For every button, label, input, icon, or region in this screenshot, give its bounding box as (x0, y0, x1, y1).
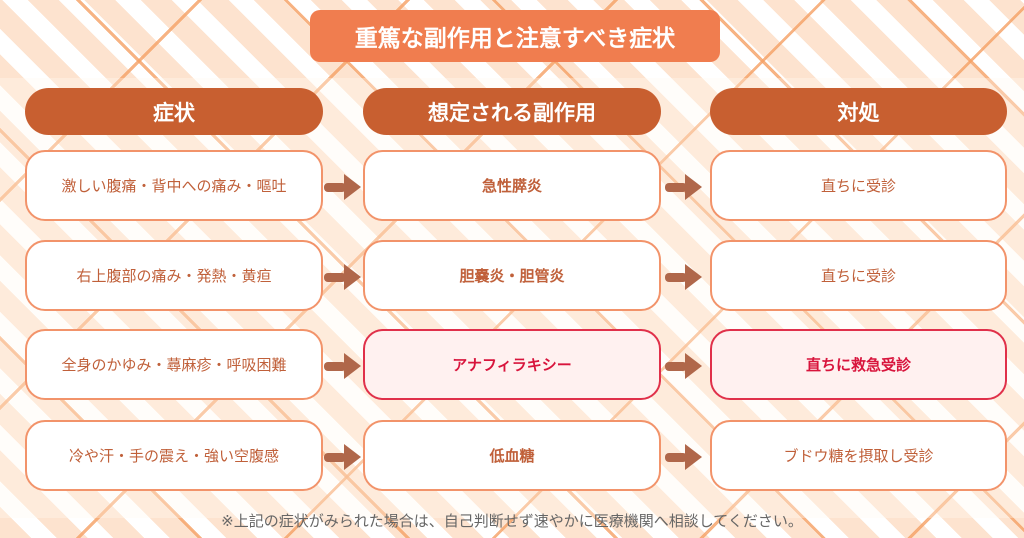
action-box: 直ちに救急受診 (710, 329, 1007, 400)
page-title: 重篤な副作用と注意すべき症状 (310, 10, 720, 62)
symptom-box: 右上腹部の痛み・発熱・黄疸 (25, 240, 323, 311)
header-side-effect: 想定される副作用 (363, 88, 661, 135)
side-effect-box: 胆嚢炎・胆管炎 (363, 240, 661, 311)
symptom-box: 全身のかゆみ・蕁麻疹・呼吸困難 (25, 329, 323, 400)
footnote: ※上記の症状がみられた場合は、自己判断せず速やかに医療機関へ相談してください。 (221, 512, 803, 530)
side-effect-box: 低血糖 (363, 420, 661, 491)
arrow-right-icon (324, 172, 362, 202)
arrow-right-icon (324, 262, 362, 292)
symptom-box: 激しい腹痛・背中への痛み・嘔吐 (25, 150, 323, 221)
side-effect-box: アナフィラキシー (363, 329, 661, 400)
arrow-right-icon (665, 351, 703, 381)
arrow-right-icon (665, 172, 703, 202)
action-box: 直ちに受診 (710, 240, 1007, 311)
action-box: ブドウ糖を摂取し受診 (710, 420, 1007, 491)
action-box: 直ちに受診 (710, 150, 1007, 221)
arrow-right-icon (324, 442, 362, 472)
symptom-box: 冷や汗・手の震え・強い空腹感 (25, 420, 323, 491)
side-effect-box: 急性膵炎 (363, 150, 661, 221)
header-symptom: 症状 (25, 88, 323, 135)
arrow-right-icon (324, 351, 362, 381)
arrow-right-icon (665, 442, 703, 472)
header-action: 対処 (710, 88, 1007, 135)
arrow-right-icon (665, 262, 703, 292)
